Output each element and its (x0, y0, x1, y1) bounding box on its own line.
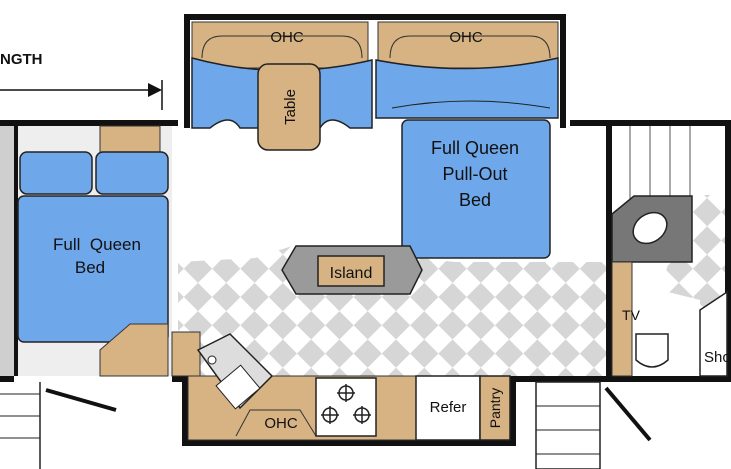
ohc-left-cabinet (191, 21, 369, 69)
sofa-divider (391, 100, 551, 109)
walls (0, 14, 731, 446)
dimension-arrow-icon (148, 83, 162, 97)
pullout-label-line2: Pull-Out (442, 164, 507, 184)
tv-cabinet (611, 261, 633, 377)
pullout-label-line3: Bed (459, 190, 491, 210)
island-label: Island (330, 265, 373, 282)
bathroom-sink-icon (632, 211, 668, 245)
front-nightstand-bottom (99, 323, 169, 377)
front-step (0, 382, 117, 469)
sink-basin (215, 364, 261, 410)
length-dimension: NGTH (0, 51, 163, 110)
slide-out: OHC OHC Table Full Queen Pull-Out Bed (190, 20, 560, 259)
ohc-right-cabinet (377, 21, 559, 69)
shower-label: Sho (704, 349, 731, 366)
length-label: NGTH (0, 51, 43, 68)
front-bed (17, 195, 169, 343)
dinette-table (257, 63, 321, 151)
toilet-icon (635, 333, 669, 368)
faucet-icon (207, 355, 217, 365)
pantry (479, 375, 511, 441)
table-label: Table (282, 89, 299, 125)
ohc-kitchen-curve (235, 409, 317, 437)
ohc-left-label: OHC (270, 29, 304, 46)
front-bed-label-line1: Full Queen (53, 235, 141, 254)
front-bed-label-line2: Bed (75, 258, 105, 277)
ohc-right-label: OHC (449, 29, 483, 46)
bathroom: TV Sho (611, 126, 731, 377)
ohc-right-curve (389, 35, 551, 59)
kitchen: OHC Refer Pantry (171, 331, 511, 441)
counter-end (171, 331, 201, 377)
shower (699, 290, 728, 377)
pullout-bed (401, 119, 551, 259)
entry-door (604, 386, 652, 442)
front-bedroom: Full Queen Bed (0, 125, 169, 377)
pillow-right (95, 151, 169, 195)
tv-label: TV (622, 307, 641, 323)
pillow-left (19, 151, 93, 195)
kitchen-island: Island (281, 245, 423, 295)
ohc-kitchen-label: OHC (264, 415, 298, 432)
pantry-label: Pantry (487, 388, 503, 428)
refer-label: Refer (430, 399, 467, 416)
entry-step (535, 381, 652, 469)
pullout-label-line1: Full Queen (431, 138, 519, 158)
front-cabinet-top (99, 125, 161, 155)
ohc-left-curve (201, 35, 363, 59)
front-door (45, 388, 117, 412)
stove-burners-icon (321, 384, 371, 424)
